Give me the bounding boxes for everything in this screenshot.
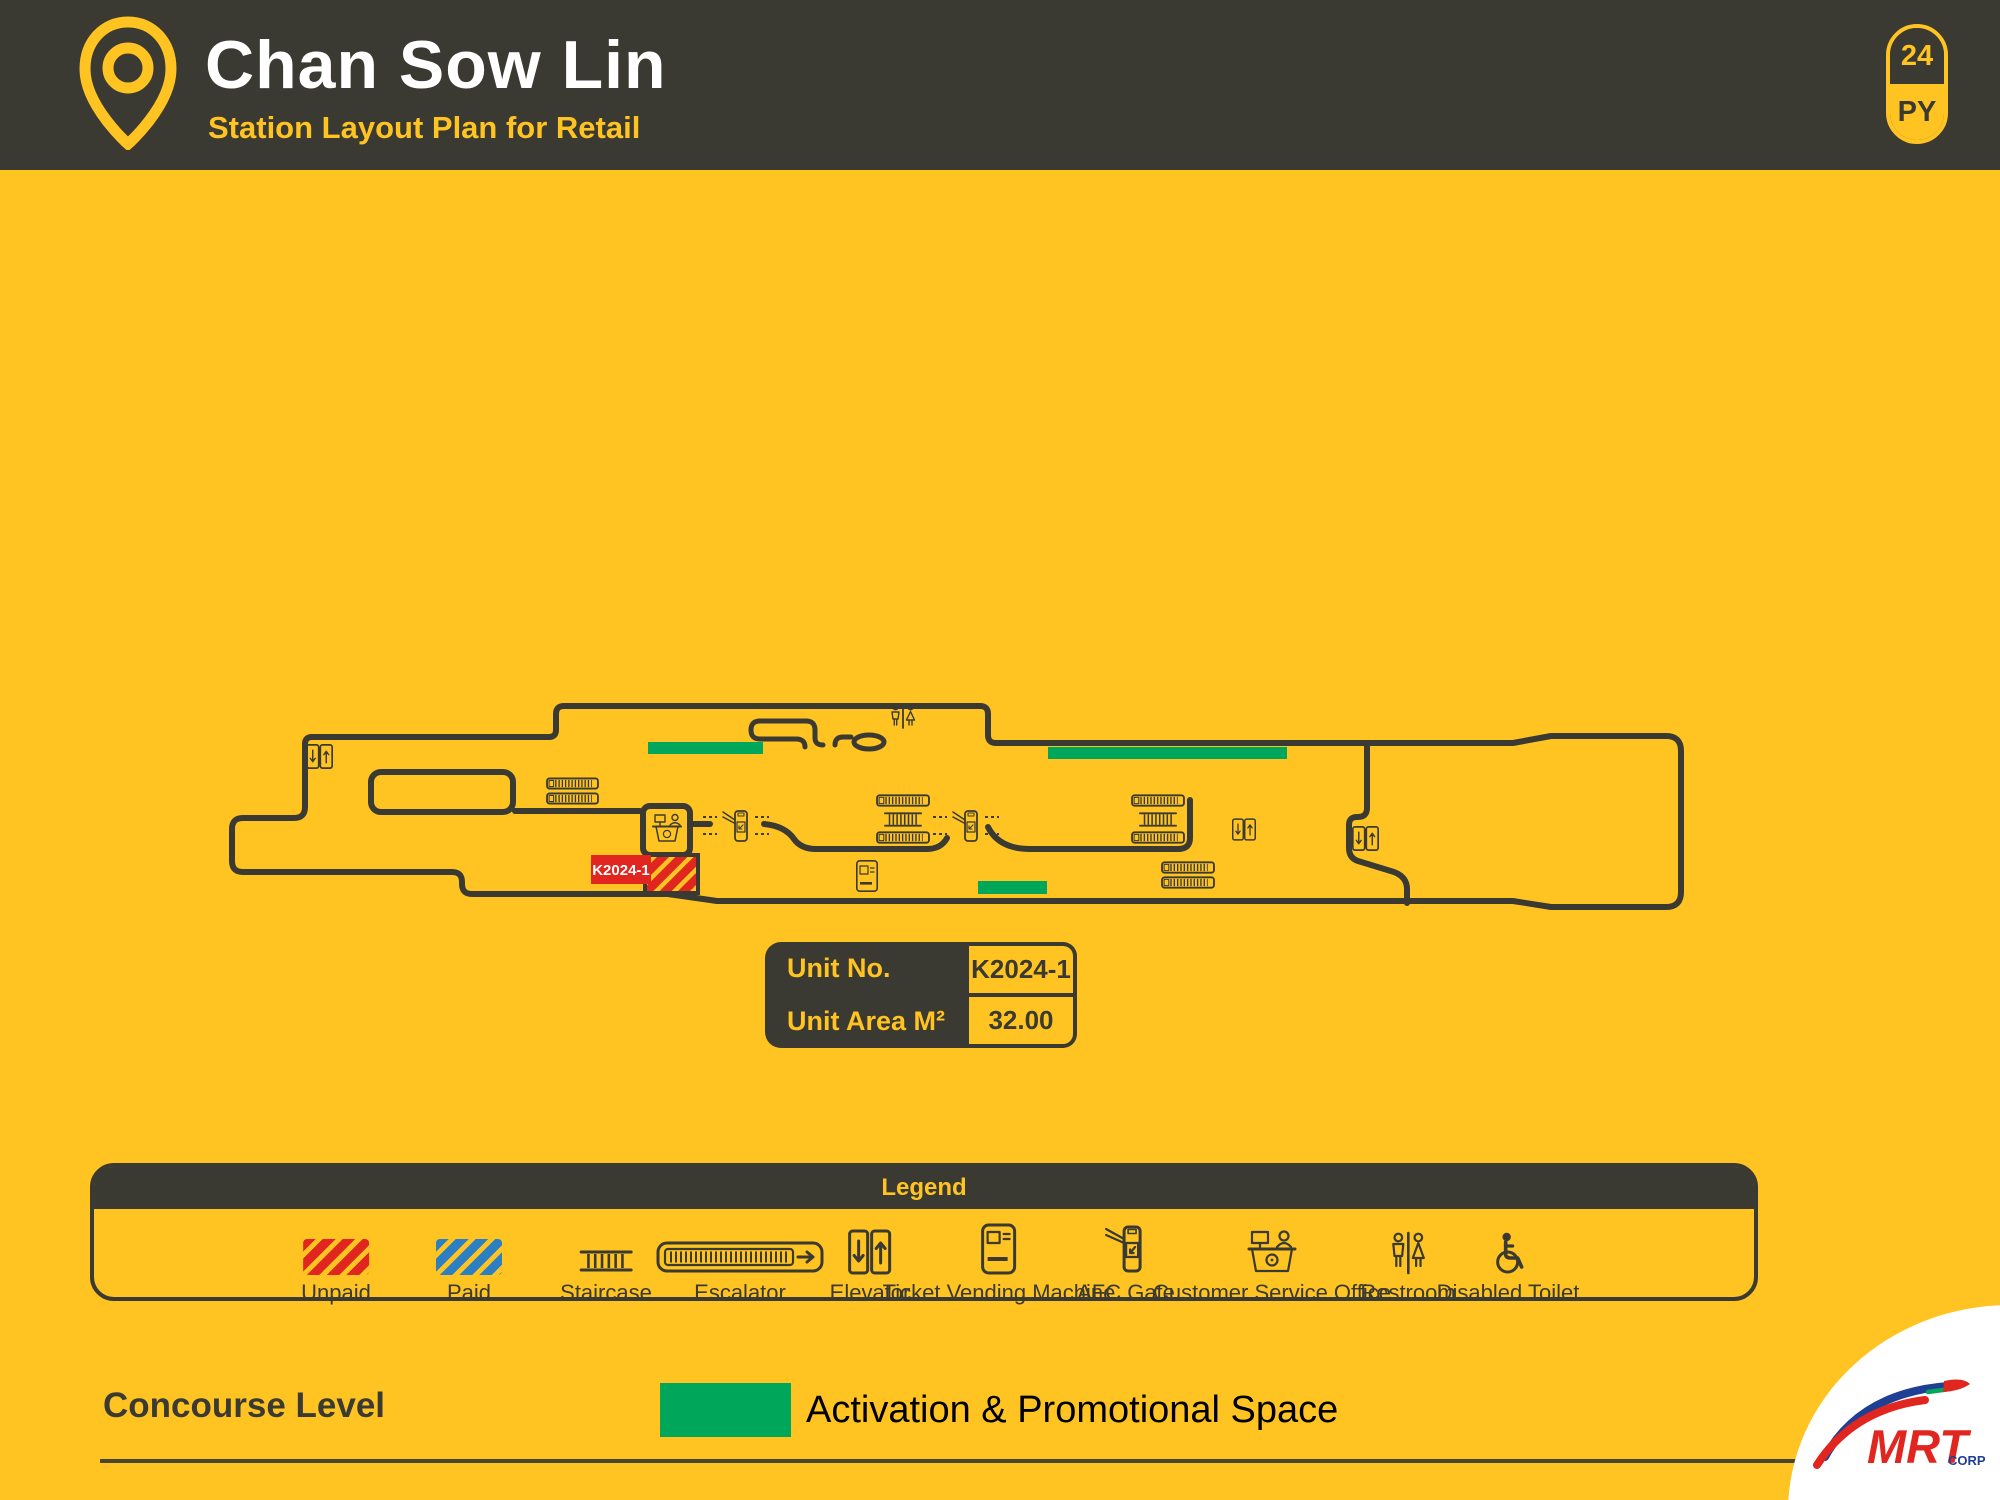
activation-space-1: [648, 742, 763, 754]
escalator-icon: [1162, 862, 1214, 872]
concourse-outline: [229, 703, 1684, 910]
unit-info-table: Unit No. K2024-1 Unit Area M² 32.00: [765, 942, 1077, 1048]
activation-space-3: [978, 881, 1047, 894]
retail-unit-label: K2024-1: [592, 862, 650, 879]
escalator-icon: [656, 1241, 824, 1273]
legend-item-label: Customer Service Office: [1152, 1280, 1392, 1305]
legend-item-elevator: Elevator: [829, 1217, 911, 1306]
legend-item-label: Ticket Vending Machine: [882, 1280, 1116, 1305]
escalator-icon: [547, 778, 598, 788]
legend-item-label: Restroom: [1360, 1280, 1456, 1305]
escalator-icon: [1132, 832, 1184, 842]
mrt-logo-suffix: CORP: [1948, 1453, 1986, 1468]
inner-slot: [851, 732, 887, 752]
elevator-icon: [306, 744, 333, 769]
legend-item-label: Paid: [446, 1280, 492, 1305]
staircase-icon: [579, 1250, 633, 1272]
afc-gate-icon: [722, 810, 748, 842]
retail-unit-highlight: [643, 853, 700, 895]
partition-wall-5: [1346, 741, 1410, 906]
legend-item-escalator: Escalator: [656, 1217, 824, 1306]
paid-hatch-swatch: [436, 1239, 502, 1275]
escalator-icon: [547, 793, 598, 803]
disabled-toilet-icon: [1496, 1232, 1524, 1274]
legend-item-label: Unpaid: [301, 1280, 371, 1305]
legend-item-label: AFC Gate: [1077, 1280, 1175, 1305]
legend-item-tvm: Ticket Vending Machine: [882, 1217, 1116, 1306]
inner-wall-hook: [832, 734, 854, 748]
staircase-icon: [885, 813, 921, 825]
legend-item-label: Staircase: [560, 1280, 652, 1305]
page-subtitle: Station Layout Plan for Retail: [208, 110, 641, 145]
inner-wall-squiggle-2: [803, 718, 826, 748]
activation-space-swatch: [660, 1383, 791, 1437]
legend-item-label: Disabled Toilet: [1436, 1280, 1580, 1305]
inner-wall-squiggle: [748, 718, 809, 750]
station-code-badge: 24 PY: [1886, 24, 1948, 144]
ticket-vending-machine-icon: [856, 860, 878, 892]
mrt-corp-logo: MRT CORP: [1788, 1305, 2000, 1500]
legend-title: Legend: [881, 1174, 967, 1201]
restroom-icon: [1391, 1231, 1425, 1275]
unit-no-label: Unit No.: [787, 953, 891, 983]
ticket-vending-machine-icon: [981, 1223, 1017, 1275]
badge-line-number: 24: [1890, 28, 1944, 84]
escalator-icon: [877, 832, 929, 842]
header: Chan Sow Lin Station Layout Plan for Ret…: [0, 0, 2000, 170]
partition-wall-3: [761, 821, 950, 852]
afc-gate-icon: [952, 810, 978, 842]
footer-rule: [100, 1459, 1906, 1463]
elevator-icon: [1352, 826, 1379, 851]
legend-item-cso: Customer Service Office: [1153, 1217, 1391, 1306]
plant-room: [368, 769, 516, 815]
legend-item-unpaid: Unpaid: [301, 1217, 371, 1306]
afc-gate-icon: [1104, 1225, 1142, 1273]
mrt-logo-text: MRT: [1867, 1420, 1972, 1473]
customer-service-office-icon: [1247, 1230, 1297, 1273]
escalator-icon: [877, 795, 929, 805]
page-title: Chan Sow Lin: [205, 27, 667, 103]
legend-item-restroom: Restroom: [1360, 1217, 1456, 1306]
legend-item-staircase: Staircase: [560, 1217, 652, 1306]
legend-item-label: Escalator: [694, 1280, 786, 1305]
gate-guide-dashes: [703, 816, 999, 835]
customer-service-office-icon: [652, 813, 682, 842]
unit-no-value: K2024-1: [965, 942, 1077, 995]
level-label: Concourse Level: [103, 1386, 386, 1425]
activation-space-2: [1048, 747, 1287, 759]
legend-item-label: Elevator: [829, 1280, 911, 1305]
badge-station-code: PY: [1890, 84, 1944, 140]
retail-unit-tag: [591, 855, 651, 884]
legend-item-disabled-toilet: Disabled Toilet: [1436, 1217, 1580, 1306]
elevator-icon: [848, 1229, 892, 1275]
escalator-icon: [1162, 877, 1214, 887]
unpaid-hatch-swatch: [303, 1239, 369, 1275]
elevator-icon: [1232, 818, 1256, 841]
unit-area-value: 32.00: [965, 995, 1077, 1048]
activation-space-label: Activation & Promotional Space: [806, 1388, 1339, 1431]
legend-panel: Legend Unpaid Paid Staircase Escalator: [90, 1163, 1758, 1305]
legend-item-paid: Paid: [436, 1217, 502, 1306]
legend-item-afc-gate: AFC Gate: [1077, 1217, 1175, 1306]
staircase-icon: [1140, 813, 1176, 825]
escalator-icon: [1132, 795, 1184, 805]
unit-area-label: Unit Area M²: [787, 1006, 946, 1036]
legend-header-bar: Legend: [94, 1167, 1754, 1209]
partition-wall-4: [985, 797, 1193, 852]
location-pin-icon: [79, 16, 177, 150]
